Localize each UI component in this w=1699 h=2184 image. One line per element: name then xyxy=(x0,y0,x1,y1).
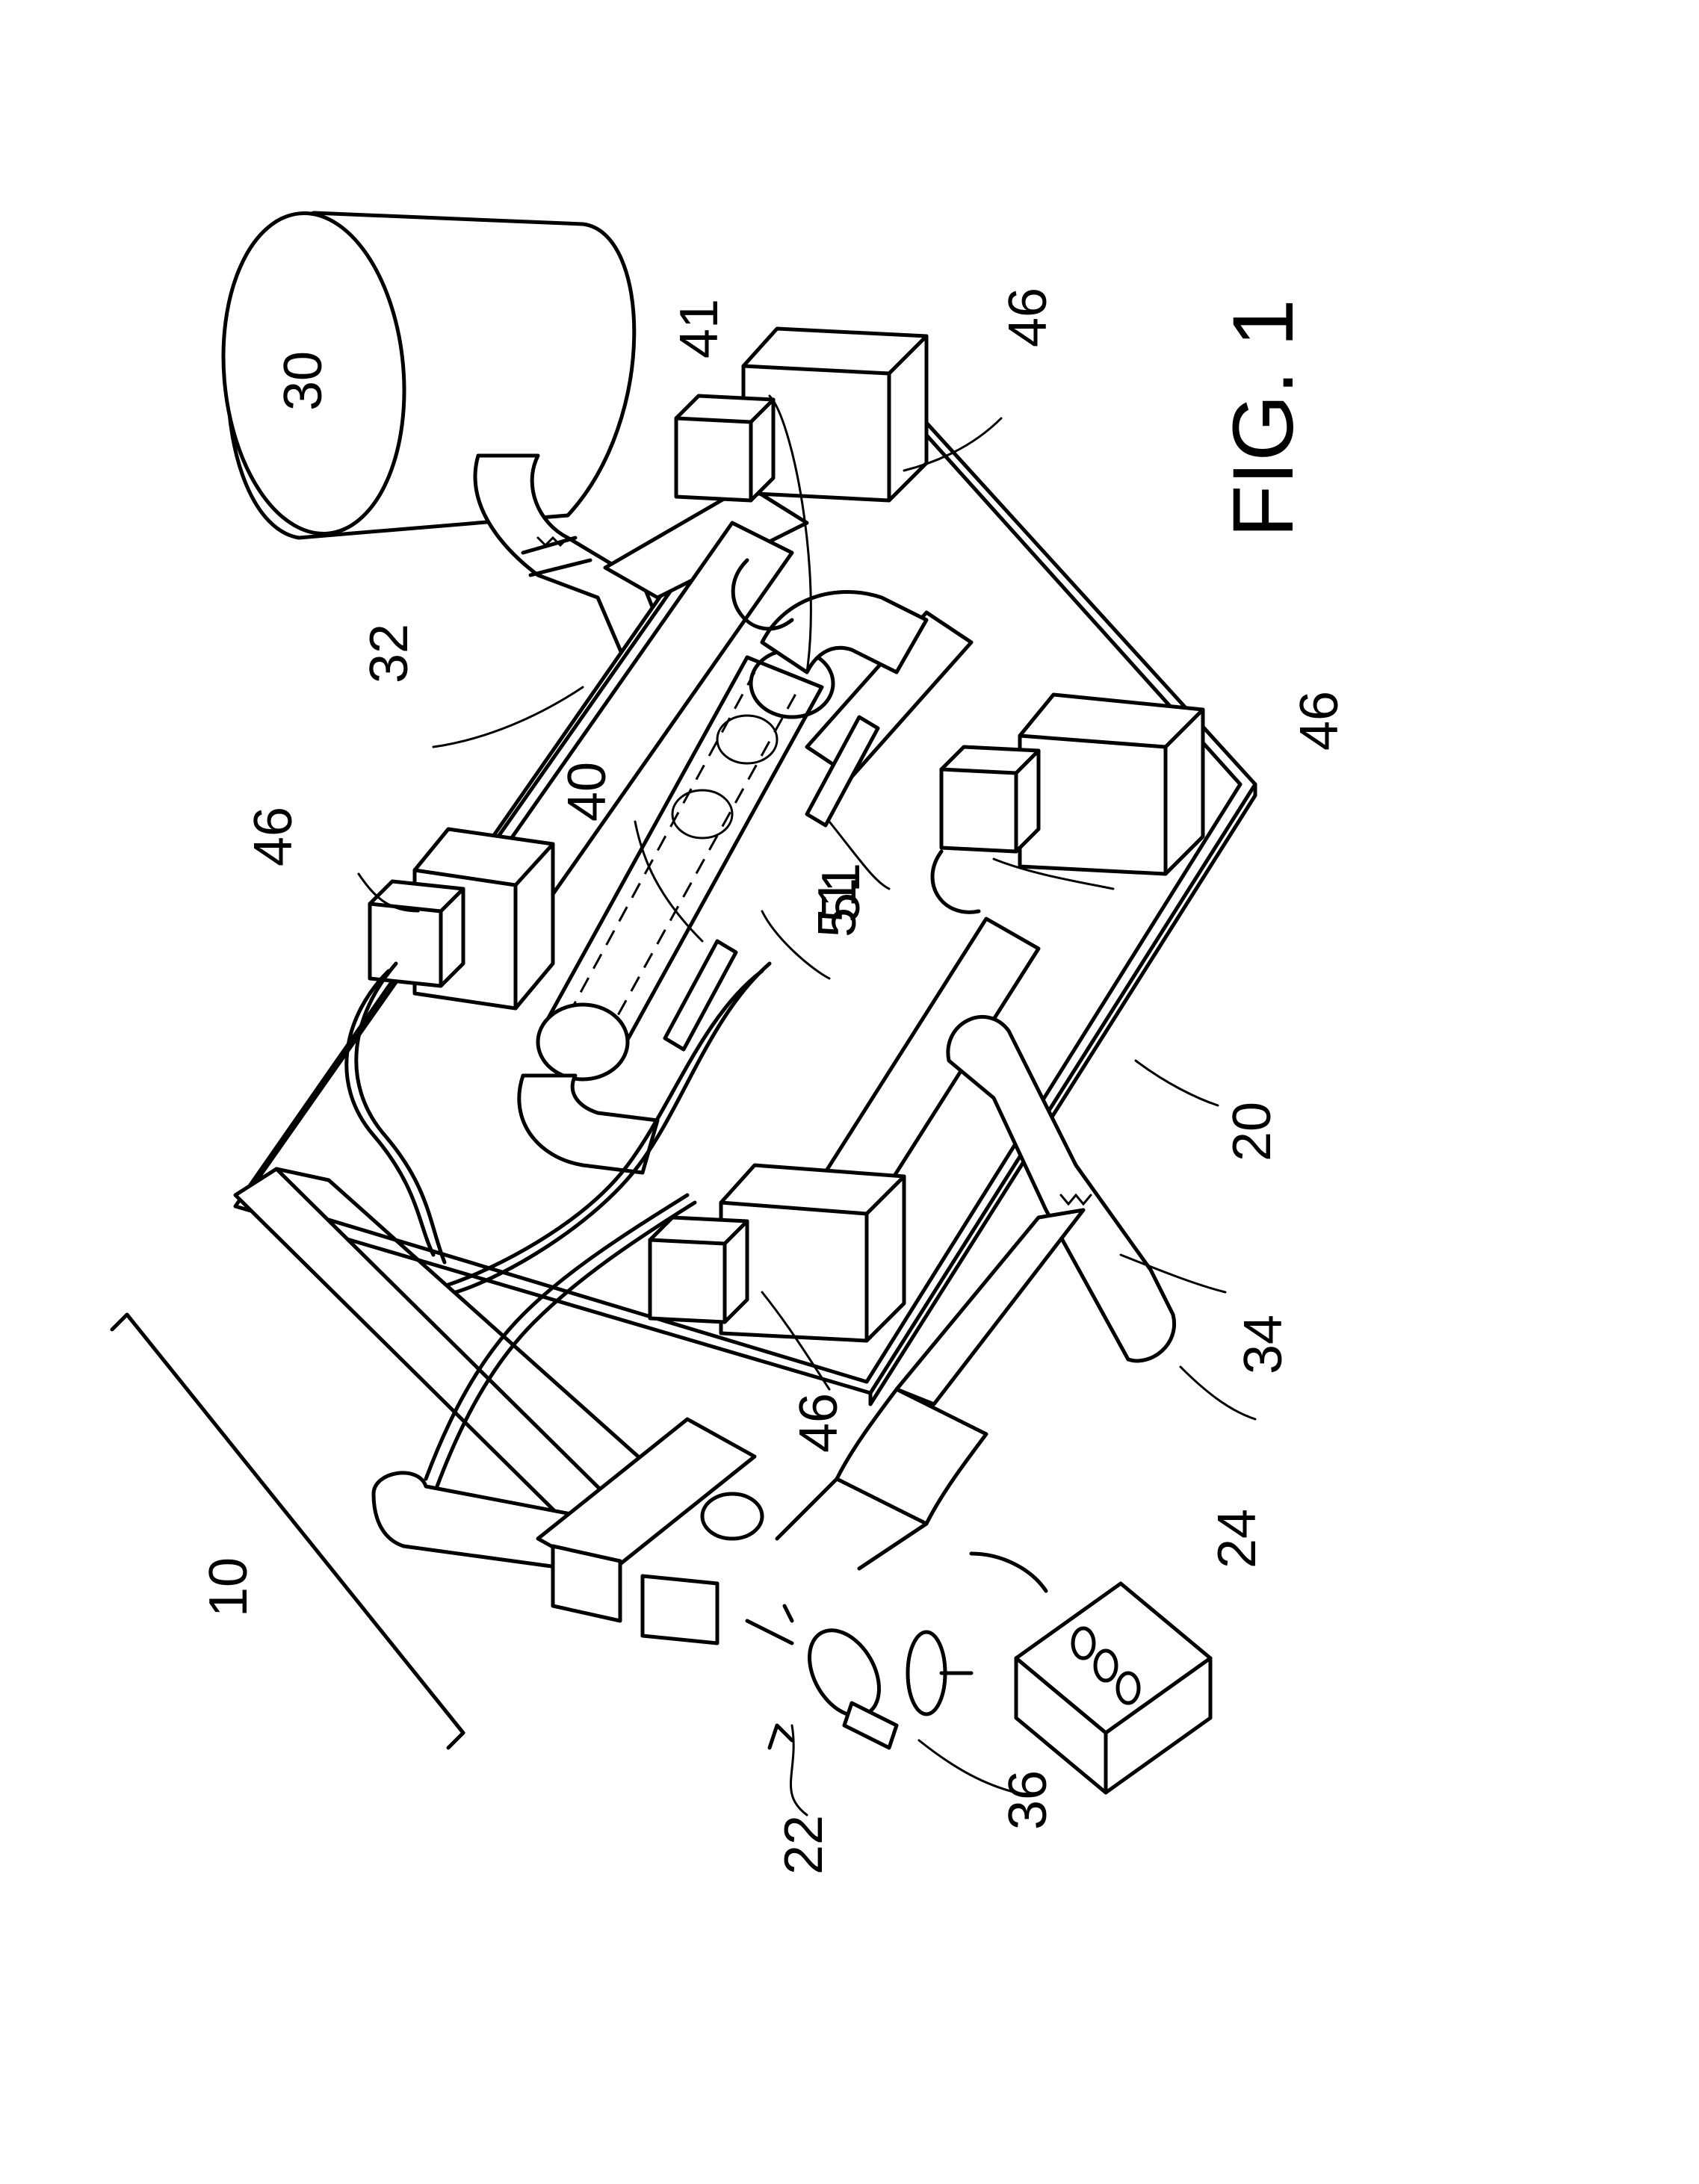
label-24: 24 xyxy=(1207,1509,1267,1569)
label-20: 20 xyxy=(1222,1102,1282,1161)
label-46-upper-left: 46 xyxy=(244,807,303,866)
label-46-lower-left: 46 xyxy=(789,1393,849,1453)
control-box-24 xyxy=(971,1554,1210,1793)
label-36: 36 xyxy=(998,1770,1058,1830)
label-51-lower: 51 xyxy=(808,878,867,937)
label-34: 34 xyxy=(1234,1315,1293,1374)
mount-block-upper-left xyxy=(370,829,553,1008)
label-30: 30 xyxy=(273,351,333,411)
label-46-lower-right: 46 xyxy=(1290,691,1349,751)
label-40: 40 xyxy=(557,762,617,822)
label-caption: FIG. 1 xyxy=(1216,299,1311,538)
foot-control-36 xyxy=(795,1618,971,1748)
label-32: 32 xyxy=(359,624,419,683)
label-22: 22 xyxy=(774,1815,834,1875)
label-46-upper-right: 46 xyxy=(998,288,1058,347)
label-41: 41 xyxy=(669,299,729,359)
label-10: 10 xyxy=(199,1557,259,1617)
